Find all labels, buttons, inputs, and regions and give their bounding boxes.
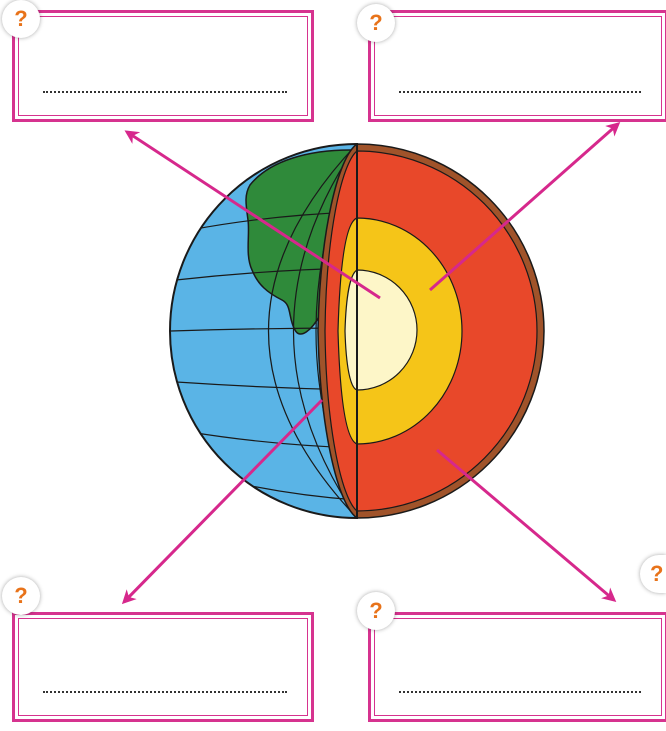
badge-label: ? [369,598,382,624]
answer-line [399,691,641,693]
question-mark-icon: ? [357,4,395,42]
label-box-top-right[interactable] [368,10,666,122]
label-box-top-left[interactable] [12,10,314,122]
badge-label: ? [369,10,382,36]
question-mark-icon: ? [2,577,40,615]
question-mark-icon: ? [357,592,395,630]
label-box-bottom-right[interactable] [368,612,666,722]
label-box-bottom-left[interactable] [12,612,314,722]
arrow-mantle [437,450,614,600]
earth-cross-section [318,144,544,518]
badge-label: ? [650,561,663,587]
badge-label: ? [14,583,27,609]
answer-line [43,91,287,93]
badge-label: ? [14,6,27,32]
answer-line [399,91,641,93]
answer-line [43,691,287,693]
question-mark-icon: ? [2,0,40,38]
